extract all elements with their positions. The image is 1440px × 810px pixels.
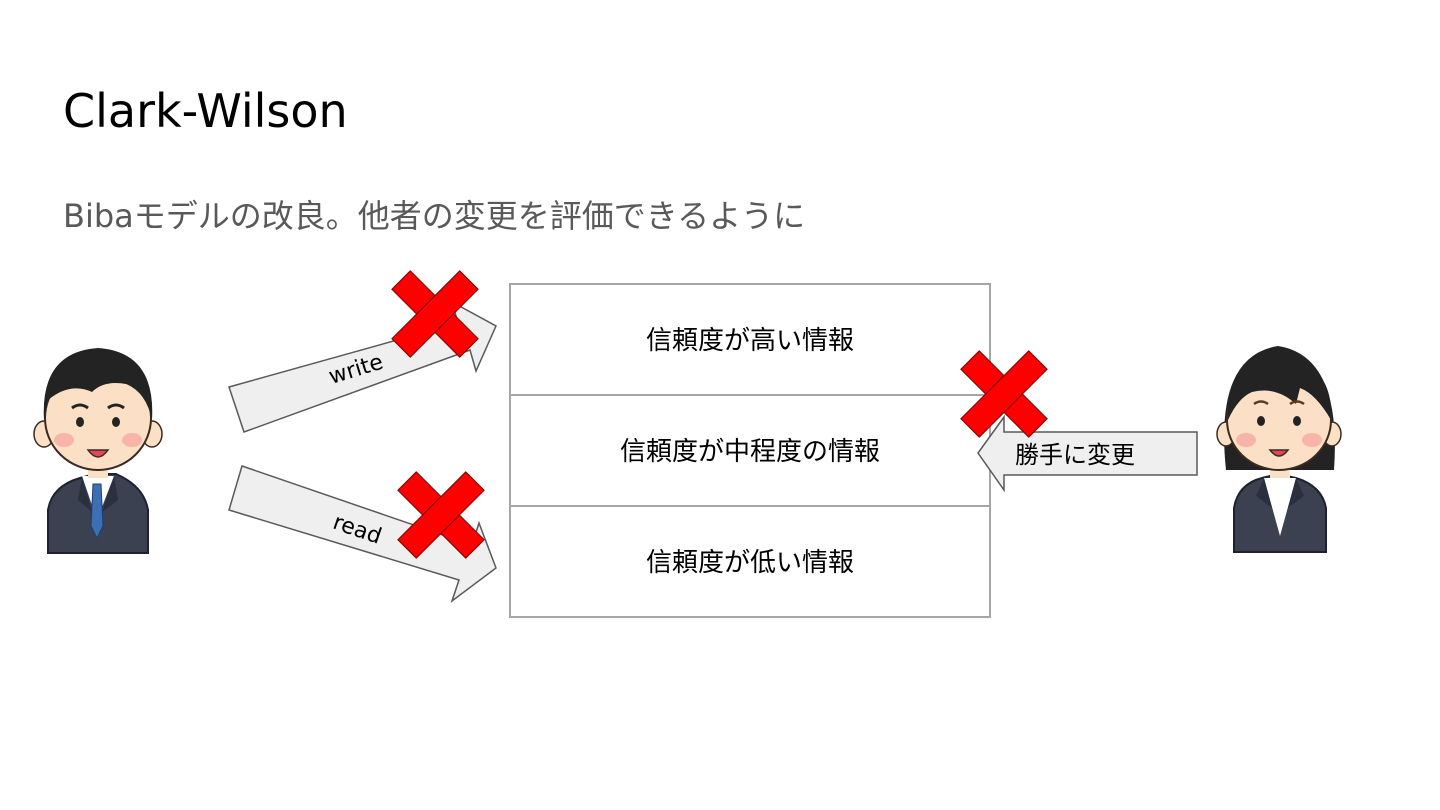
businessman-icon [33, 348, 163, 554]
trust-label-medium: 信頼度が中程度の情報 [620, 437, 880, 467]
modify-arrow: 勝手に変更 [977, 414, 1198, 493]
slide-title: Clark-Wilson [63, 84, 348, 138]
trust-box-low [509, 505, 991, 618]
trust-levels: 信頼度が高い情報 信頼度が中程度の情報 信頼度が低い情報 [509, 283, 991, 618]
modify-arrow-shape [977, 414, 1198, 493]
modify-arrow-label: 勝手に変更 [1015, 441, 1135, 469]
businesswoman-icon [1216, 346, 1342, 553]
red-x-icon [391, 270, 479, 358]
red-x-icon [397, 471, 485, 559]
trust-label-high: 信頼度が高い情報 [646, 326, 854, 356]
red-x-icon [960, 350, 1048, 438]
read-arrow: read [228, 465, 497, 604]
slide-subtitle: Bibaモデルの改良。他者の変更を評価できるように [63, 197, 806, 235]
trust-label-low: 信頼度が低い情報 [646, 548, 854, 578]
